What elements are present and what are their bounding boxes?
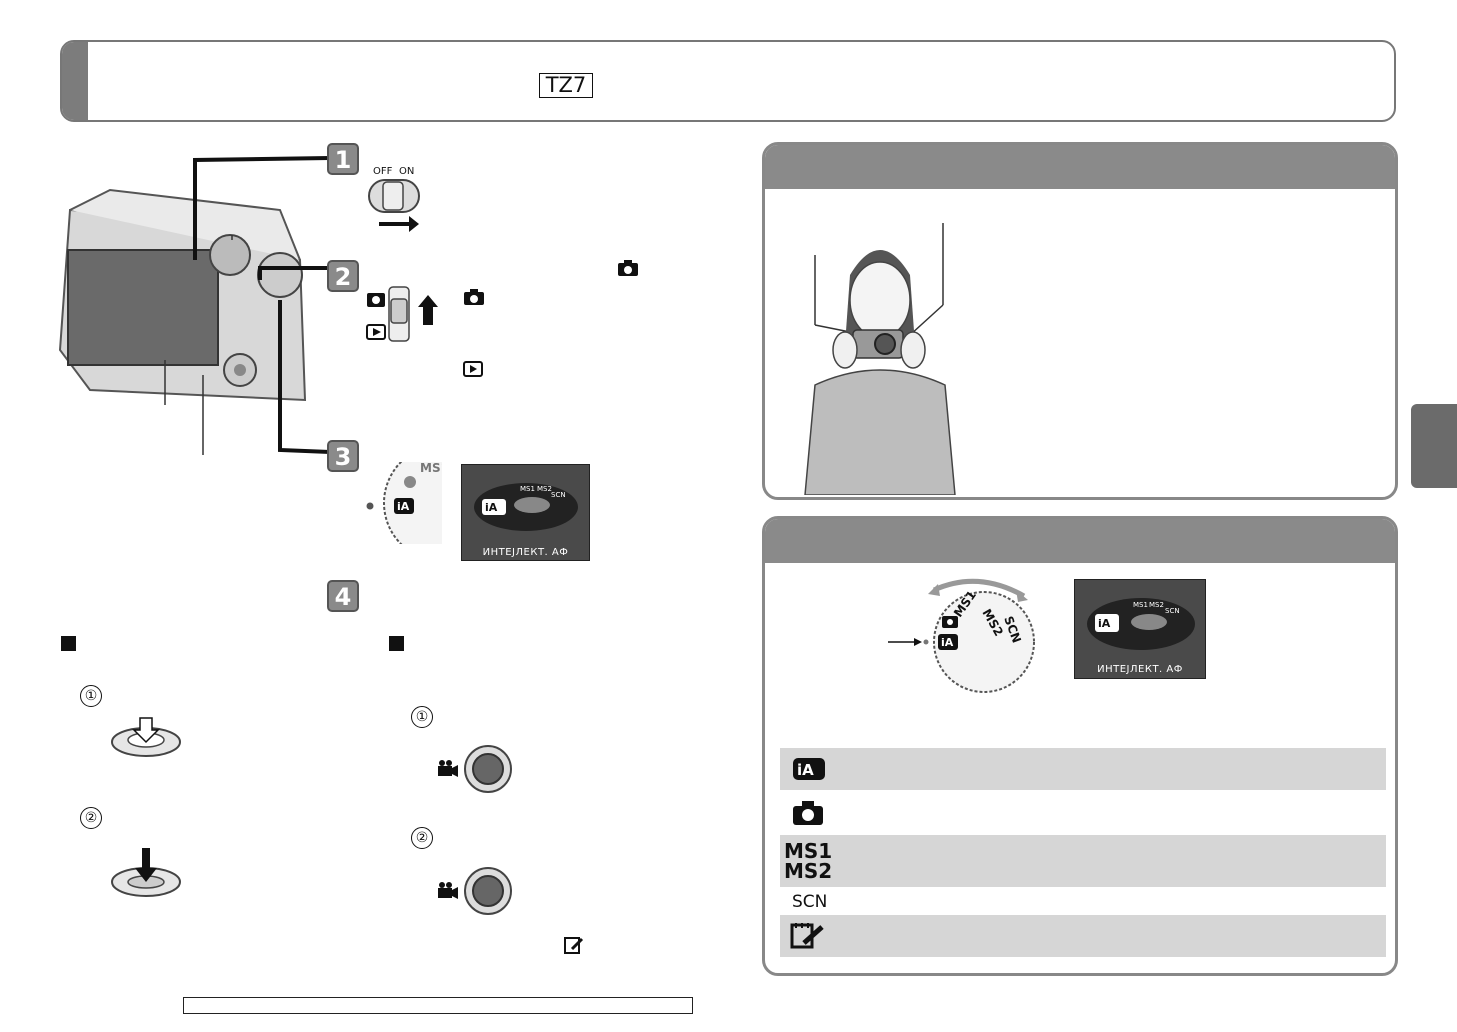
header-banner [60, 40, 1396, 122]
section-bullet [61, 636, 76, 651]
person-holding-camera-illustration [804, 223, 956, 495]
mode-row-scene: SCN [780, 887, 1386, 915]
lcd-screen-bottom: iA MS1 MS2 SCN ИНТЕЈЛЕКТ. АФ [1074, 579, 1206, 679]
substep-number: ② [80, 807, 102, 829]
playback-icon [463, 361, 483, 377]
mode-row-intelligent-auto: iA [780, 748, 1386, 790]
lcd-mode-label: ИНТЕЈЛЕКТ. АФ [1097, 664, 1183, 675]
camera-icon [618, 260, 638, 276]
svg-text:MS1: MS1 [520, 485, 535, 493]
svg-text:MS1: MS1 [420, 462, 442, 475]
footer-note-box [183, 997, 693, 1014]
lcd-screen-top: iA MS1 MS2 SCN ИНТЕЈЛЕКТ. АФ [461, 464, 590, 561]
svg-text:iA: iA [797, 761, 814, 779]
substep-number: ① [411, 706, 433, 728]
switch-on-label: ON [399, 166, 415, 177]
movie-button-icon[interactable] [436, 744, 516, 794]
svg-text:iA: iA [397, 500, 410, 513]
substep-number: ① [80, 685, 102, 707]
step-4-badge: 4 [327, 580, 359, 612]
mode-dial-partial: iA MS1 [366, 462, 442, 544]
shutter-half-press-icon [111, 717, 181, 757]
clipboard-icon [564, 937, 584, 954]
power-switch-icon [368, 179, 420, 232]
mode-row-my-scene: MS1 MS2 [780, 835, 1386, 887]
panel-header [765, 145, 1395, 189]
my-scene-icon: MS1 MS2 [784, 839, 833, 883]
banner-tab [62, 42, 88, 120]
lcd-mode-wheel: iA MS1 MS2 SCN [474, 483, 578, 531]
chapter-tab [1411, 404, 1457, 488]
mode-row-clipboard [780, 915, 1386, 957]
model-label: TZ7 [539, 73, 593, 98]
svg-text:iA: iA [941, 636, 954, 649]
lcd-dial-label: MS1 [1133, 601, 1148, 609]
lcd-dial-label: SCN [1165, 607, 1180, 615]
intelligent-auto-icon: iA [793, 758, 825, 780]
svg-text:MS2: MS2 [537, 485, 552, 493]
panel-header [765, 519, 1395, 563]
camera-icon [464, 289, 484, 305]
step-3-badge: 3 [327, 440, 359, 472]
connector-lines [193, 156, 331, 454]
clipboard-icon [790, 923, 824, 949]
svg-text:iA: iA [1098, 617, 1111, 630]
camera-illustration [58, 188, 307, 455]
substep-number: ② [411, 827, 433, 849]
step-1-badge: 1 [327, 143, 359, 175]
lcd-dial-label: MS2 [1149, 601, 1164, 609]
mode-dial-icon[interactable]: iA MS1 MS2 SCN [886, 576, 1038, 696]
switch-off-label: OFF [373, 166, 393, 177]
record-playback-switch-icon [366, 286, 438, 342]
mode-row-normal-picture [780, 792, 1386, 834]
section-bullet [389, 636, 404, 651]
scene-icon: SCN [792, 892, 828, 912]
holding-camera-panel [762, 142, 1398, 500]
svg-text:iA: iA [485, 501, 498, 514]
lcd-mode-label: ИНТЕЈЛЕКТ. АФ [482, 547, 569, 558]
movie-button-icon[interactable] [436, 866, 516, 916]
svg-text:SCN: SCN [551, 491, 566, 499]
lcd-mode-wheel: iA MS1 MS2 SCN [1087, 598, 1195, 650]
shutter-full-press-icon [111, 848, 181, 897]
step-2-badge: 2 [327, 260, 359, 292]
camera-icon [793, 801, 823, 825]
